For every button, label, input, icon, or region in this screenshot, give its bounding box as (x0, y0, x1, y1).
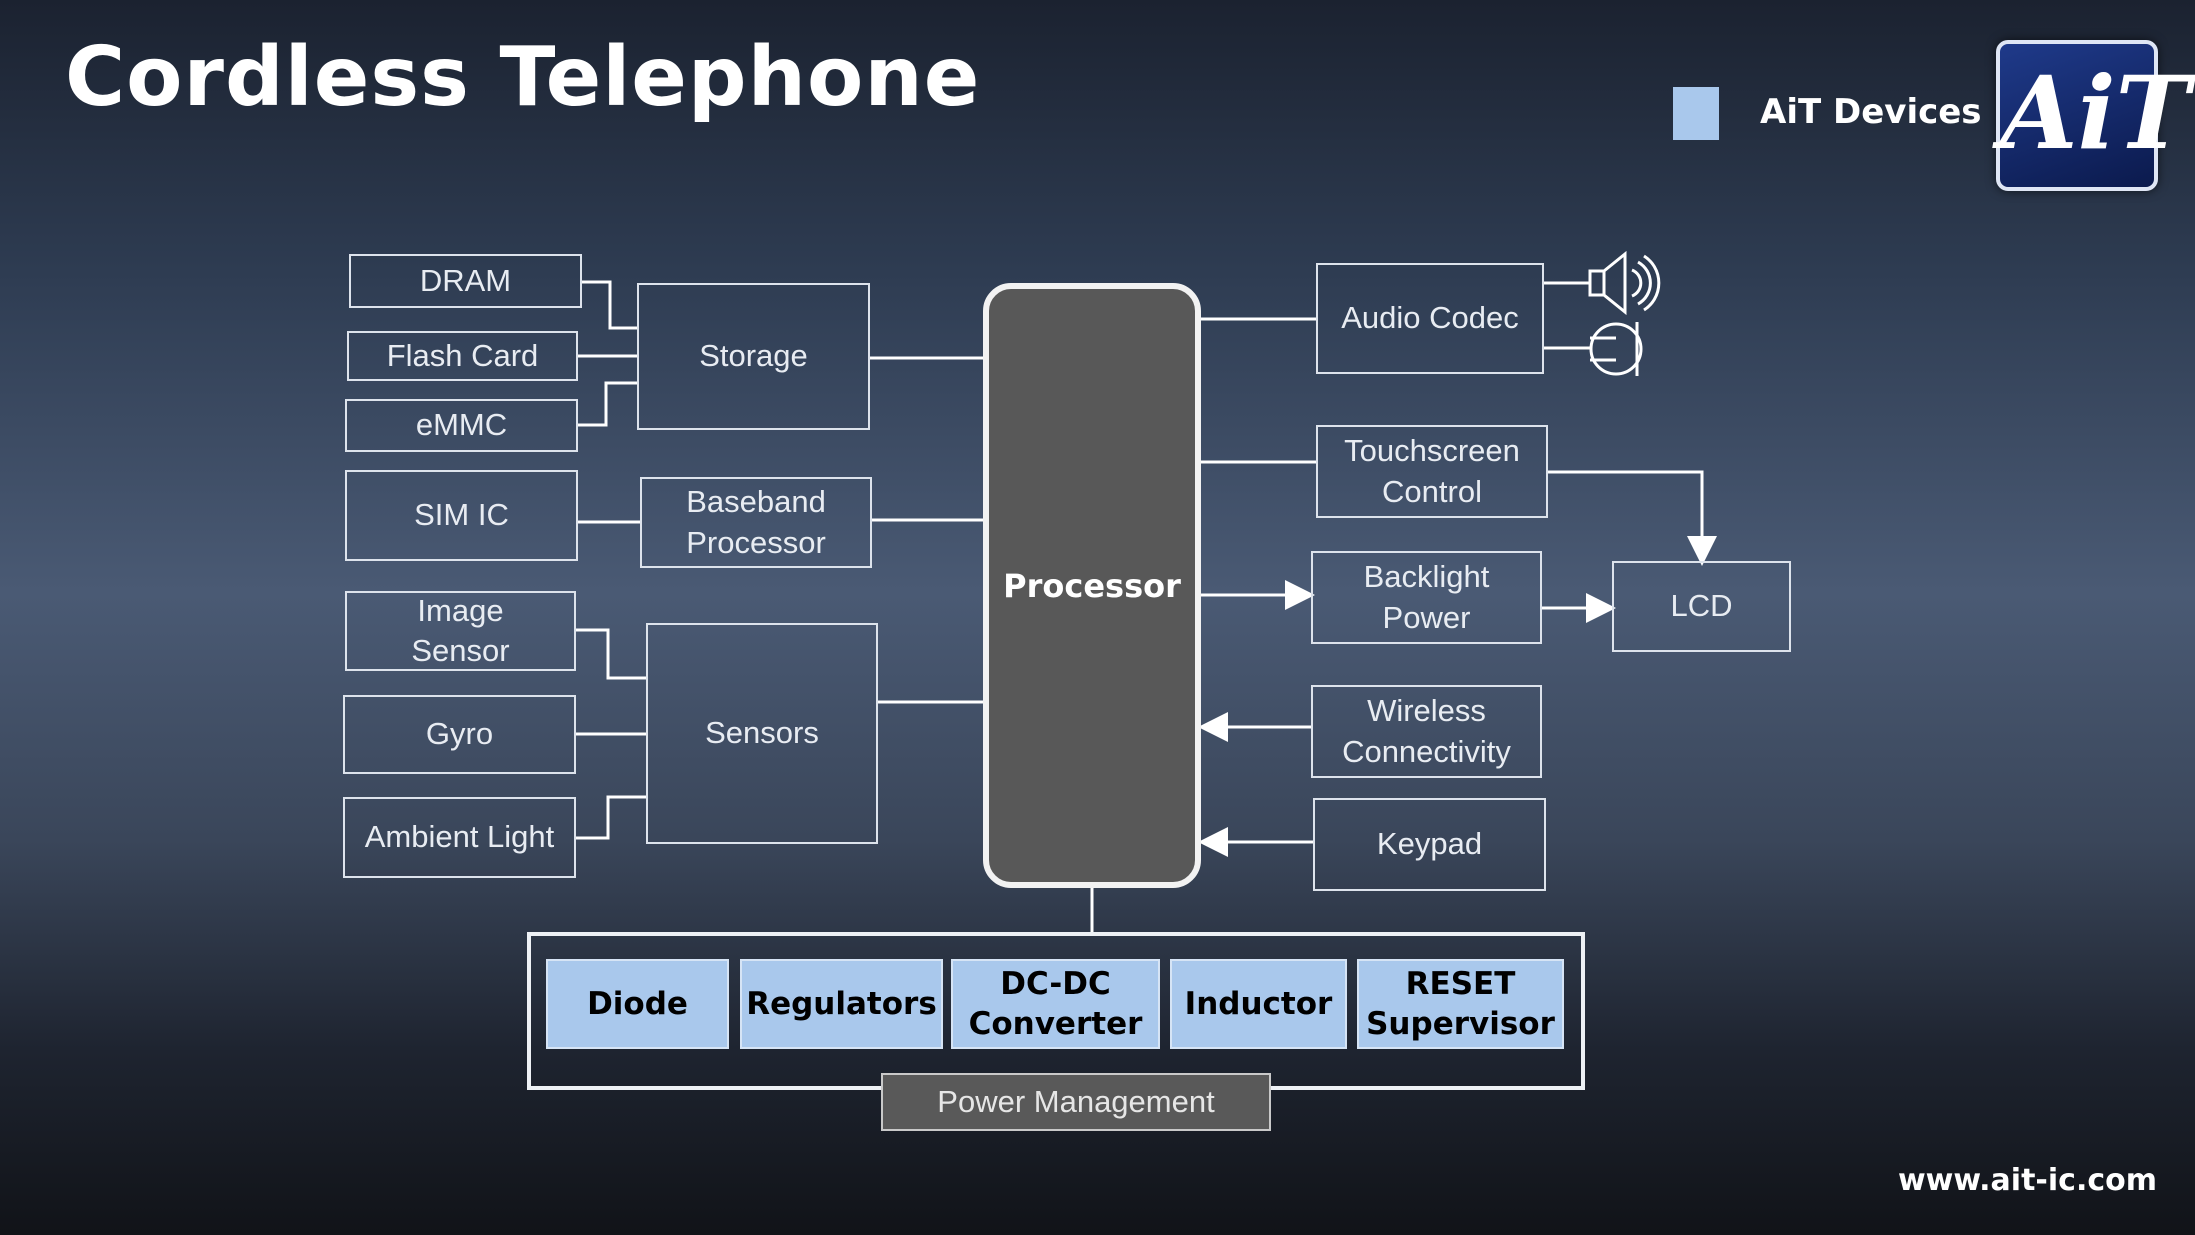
speaker-icon (1588, 250, 1661, 316)
image-sensor-block: Image Sensor (345, 591, 576, 671)
regulators-block: Regulators (740, 959, 943, 1049)
legend-label: AiT Devices (1760, 92, 1982, 132)
touchscreen-control-block: Touchscreen Control (1316, 425, 1548, 518)
legend-swatch (1673, 87, 1719, 140)
sim-ic-block: SIM IC (345, 470, 578, 561)
inductor-block: Inductor (1170, 959, 1347, 1049)
audio-codec-block: Audio Codec (1316, 263, 1544, 374)
dc-dc-converter-block: DC-DC Converter (951, 959, 1160, 1049)
lcd-block: LCD (1612, 561, 1791, 652)
flash-card-block: Flash Card (347, 331, 578, 381)
processor-block: Processor (983, 283, 1201, 888)
website-url: www.ait-ic.com (1897, 1163, 2157, 1198)
wireless-connectivity-block: Wireless Connectivity (1311, 685, 1542, 778)
storage-block: Storage (637, 283, 870, 430)
reset-supervisor-block: RESET Supervisor (1357, 959, 1564, 1049)
microphone-icon (1589, 322, 1643, 376)
gyro-block: Gyro (343, 695, 576, 774)
page-title: Cordless Telephone (65, 30, 981, 125)
baseband-processor-block: Baseband Processor (640, 477, 872, 568)
backlight-power-block: Backlight Power (1311, 551, 1542, 644)
diode-block: Diode (546, 959, 729, 1049)
keypad-block: Keypad (1313, 798, 1546, 891)
dram-block: DRAM (349, 254, 582, 308)
sensors-block: Sensors (646, 623, 878, 844)
power-management-label: Power Management (881, 1073, 1271, 1131)
ambient-light-block: Ambient Light (343, 797, 576, 878)
emmc-block: eMMC (345, 399, 578, 452)
